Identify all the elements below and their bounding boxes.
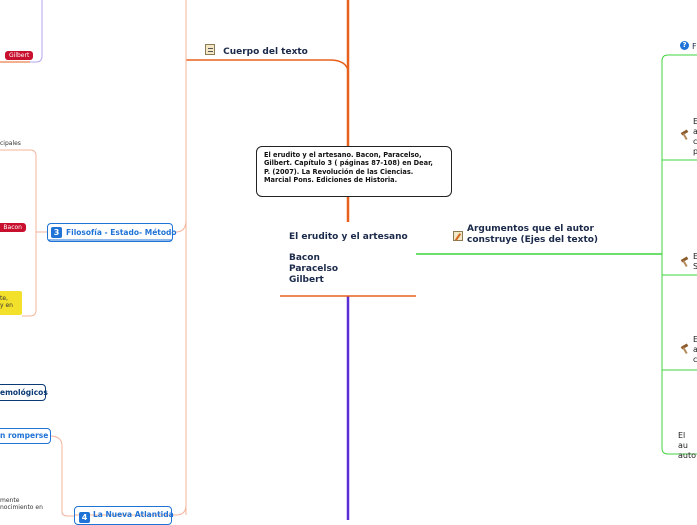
- topic-nueva-atlantida-label: La Nueva Atlantida: [93, 510, 174, 519]
- central-name-gilbert: Gilbert: [289, 275, 324, 285]
- chip-gilbert[interactable]: Gilbert: [5, 51, 34, 60]
- number-badge-icon: 3: [51, 227, 62, 238]
- topic-epistemologicos[interactable]: emológicos: [0, 384, 48, 401]
- right-bottom-text: El au auto: [678, 431, 697, 460]
- topic-argumentos-label: Argumentos que el autor construye (Ejes …: [467, 224, 599, 245]
- number-badge-icon: 4: [79, 512, 90, 523]
- topic-nueva-atlantida[interactable]: 4 La Nueva Atlantida: [74, 506, 174, 525]
- yellow-note: te, y en: [0, 291, 22, 315]
- fragment-conocimiento: nocimiento en: [0, 504, 43, 511]
- reference-box[interactable]: El erudito y el artesano. Bacon, Paracel…: [256, 146, 452, 197]
- right-block-2: E S: [693, 252, 697, 271]
- right-block-3: E a c: [693, 335, 697, 364]
- right-block-1: E a c p: [693, 117, 697, 156]
- topic-romperse[interactable]: n romperse: [0, 428, 51, 444]
- bracket-filosofia: [0, 149, 37, 317]
- topic-filosofia[interactable]: 3 Filosofía - Estado- Método: [47, 223, 177, 242]
- bracket-top-left: [30, 0, 43, 63]
- fragment-cipales: cipales: [0, 140, 21, 147]
- topic-argumentos[interactable]: Argumentos que el autor construye (Ejes …: [453, 224, 623, 246]
- central-name-paracelso: Paracelso: [289, 264, 339, 274]
- edit-icon: [453, 231, 463, 241]
- fragment-mente: mente: [0, 497, 20, 504]
- branch-filosofia: [175, 219, 187, 233]
- branch-nueva-atlantida: [74, 504, 187, 516]
- note-icon: [205, 44, 215, 55]
- branch-cuerpo: [186, 59, 349, 71]
- central-name-bacon: Bacon: [289, 253, 320, 263]
- central-title: El erudito y el artesano: [289, 232, 408, 242]
- gavel-icon: [679, 129, 690, 141]
- topic-cuerpo-label: Cuerpo del texto: [223, 47, 308, 57]
- gavel-icon: [679, 343, 690, 355]
- topic-cuerpo[interactable]: Cuerpo del texto: [205, 39, 308, 58]
- gavel-icon: [679, 256, 690, 268]
- central-topic[interactable]: El erudito y el artesano Bacon Paracelso…: [289, 232, 419, 286]
- topic-filosofia-label: Filosofía - Estado- Método: [66, 228, 177, 237]
- fragment-right-top: F: [692, 42, 697, 51]
- chip-bacon[interactable]: Bacon: [0, 223, 26, 232]
- green-bracket: [661, 54, 697, 455]
- reference-text: El erudito y el artesano. Bacon, Paracel…: [264, 151, 433, 185]
- help-icon: ?: [680, 41, 689, 50]
